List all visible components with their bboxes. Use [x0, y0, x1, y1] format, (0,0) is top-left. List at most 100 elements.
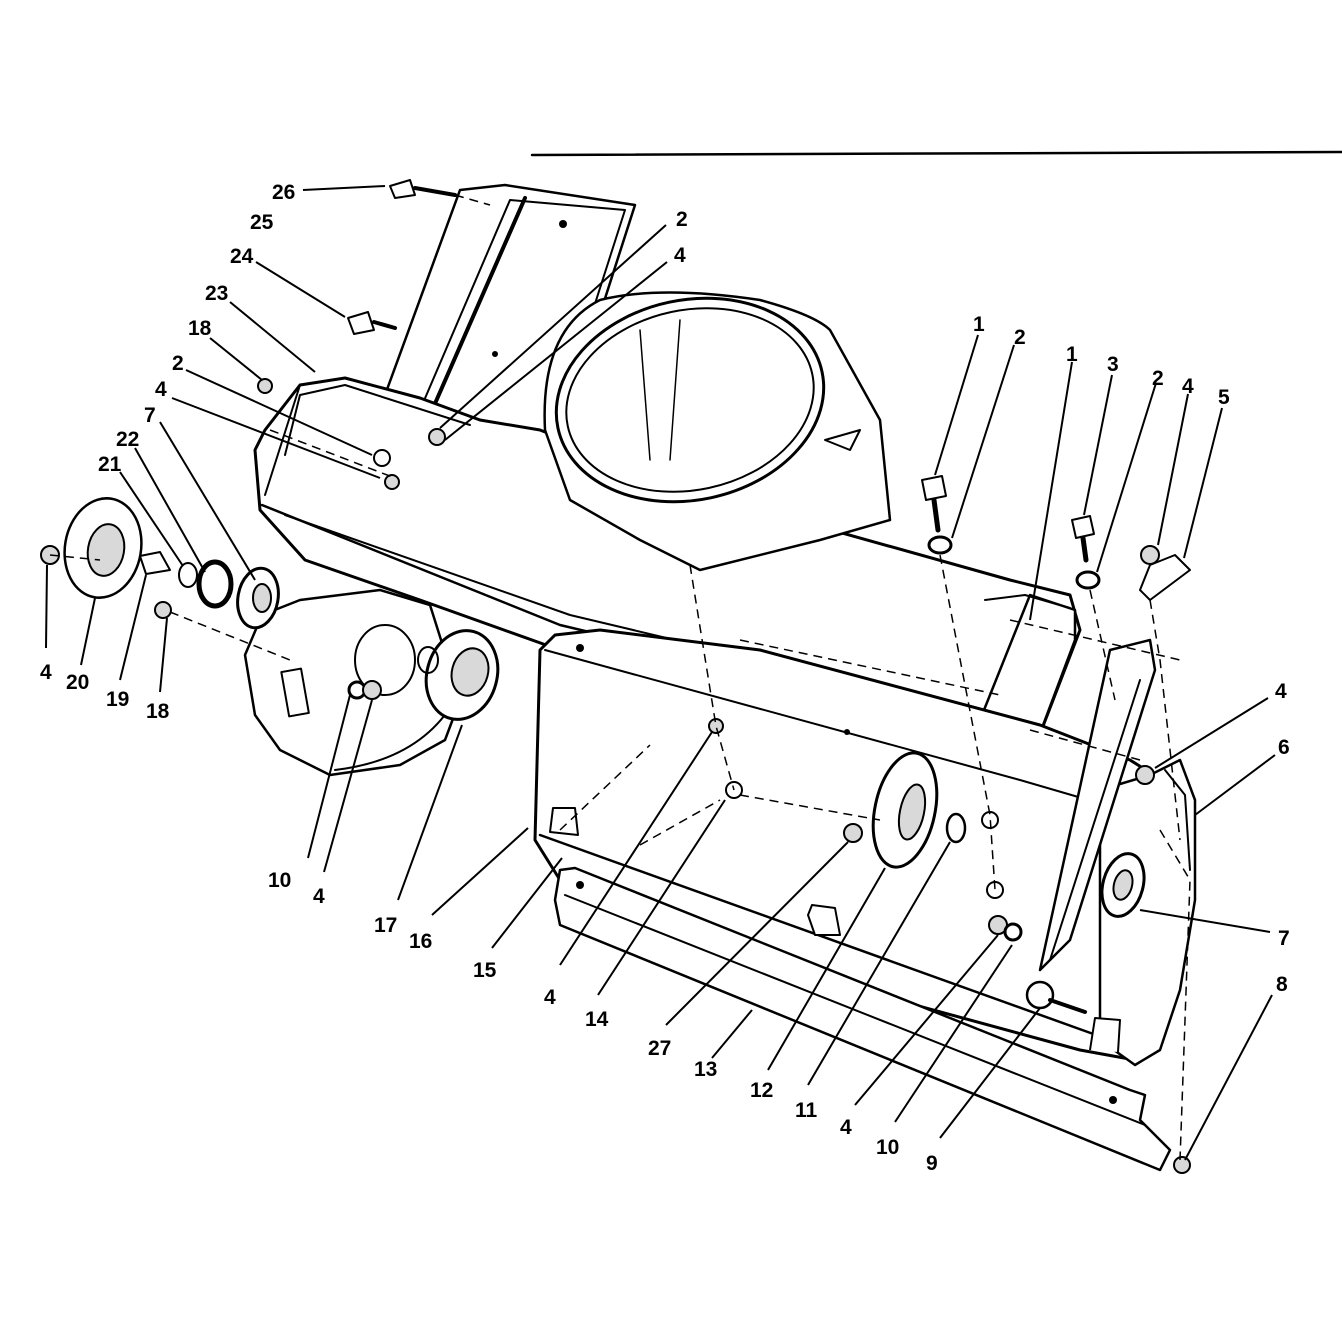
- callout-4-top-left: 4: [155, 378, 167, 401]
- callout-4-chute: 4: [674, 244, 686, 267]
- bolt-24-head: [347, 311, 375, 335]
- housing-top-left-panel: [284, 384, 471, 456]
- assembly-line-bracket: [1149, 599, 1181, 841]
- callout-2-chute: 2: [676, 208, 688, 231]
- left-washer-21: [178, 562, 198, 588]
- callout-13: 13: [694, 1058, 717, 1081]
- right-flange-seal: [945, 812, 967, 844]
- scraper-hole-2: [1109, 1096, 1117, 1104]
- scraper-hole: [576, 881, 584, 889]
- nut-4-top: [428, 428, 446, 446]
- callout-4-far-right: 4: [1182, 375, 1194, 398]
- washer-10-bottom: [1003, 922, 1023, 942]
- callout-1-right: 1: [973, 313, 985, 336]
- callout-23: 23: [205, 282, 228, 305]
- callout-19: 19: [106, 688, 129, 711]
- bolt-3-shank: [1080, 535, 1089, 563]
- nut-4-right: [1140, 545, 1160, 565]
- bolt-26-head: [389, 179, 416, 199]
- callout-7-left: 7: [144, 404, 156, 427]
- shroud-bottom-edge: [538, 833, 1112, 1042]
- left-flange-plate-hole: [86, 523, 126, 577]
- callout-18-left: 18: [146, 700, 170, 723]
- shroud-hole: [576, 644, 584, 652]
- bolt-1-head: [921, 475, 947, 501]
- assembly-line-18: [169, 611, 291, 661]
- scraper-tab: [807, 904, 841, 936]
- shroud-hole-2: [844, 729, 850, 735]
- callout-9: 9: [926, 1152, 938, 1175]
- assembly-line-left: [49, 554, 101, 561]
- bolt-3-head: [1071, 515, 1095, 539]
- discharge-tab: [824, 429, 861, 451]
- bolt-1-shank: [931, 497, 941, 533]
- callout-26: 26: [272, 181, 295, 204]
- assembly-line-14: [639, 799, 721, 846]
- callout-11: 11: [795, 1099, 818, 1122]
- nut-4-right-2: [1135, 765, 1155, 785]
- callout-4-left: 4: [40, 661, 52, 684]
- washer-2-right-2: [1075, 570, 1101, 590]
- assembly-line-27: [739, 794, 881, 821]
- callout-14: 14: [585, 1008, 609, 1031]
- left-bolt-18: [154, 601, 172, 619]
- callout-2-far-right: 2: [1152, 367, 1164, 390]
- discharge-inner-line: [639, 329, 651, 461]
- callout-21: 21: [98, 453, 122, 476]
- nut-4-left-flange: [362, 680, 382, 700]
- callout-4-left-flange: 4: [313, 885, 325, 908]
- assembly-line-top-left: [269, 429, 396, 479]
- callout-15: 15: [473, 959, 497, 982]
- bolt-26-shank: [413, 186, 457, 197]
- nut-8: [1173, 1156, 1191, 1174]
- chute-mount-thick-edge: [428, 196, 527, 417]
- callout-24: 24: [230, 245, 254, 268]
- assembly-line-15: [559, 744, 651, 831]
- right-bearing-center: [1112, 869, 1134, 901]
- washer-14: [725, 781, 743, 799]
- nut-27: [843, 823, 863, 843]
- right-bracket-edge: [1049, 679, 1141, 961]
- assembly-line-26: [454, 194, 491, 206]
- chute-mount-hole: [559, 220, 567, 228]
- housing-right-cap-top: [984, 594, 1071, 609]
- callout-16: 16: [409, 930, 432, 953]
- callout-18-top: 18: [188, 317, 212, 340]
- left-bearing-7-center: [252, 583, 272, 613]
- discharge-opening: [554, 296, 826, 504]
- assembly-line-nut-8: [1159, 829, 1191, 1161]
- callout-4-middle: 4: [544, 986, 556, 1009]
- washer-2-top: [373, 449, 391, 467]
- callout-4-bottom: 4: [840, 1116, 852, 1139]
- assembly-line-bolt-3: [1089, 589, 1116, 701]
- nut-4-top-2: [384, 474, 400, 490]
- callout-10-bottom: 10: [876, 1136, 899, 1159]
- callout-7-right: 7: [1278, 927, 1290, 950]
- scraper-bar: [553, 866, 1172, 1172]
- nut-4-middle: [708, 718, 724, 734]
- bracket-5: [1139, 554, 1191, 601]
- bolt-18-top: [257, 378, 273, 394]
- callout-1-far-right: 1: [1066, 343, 1078, 366]
- top-rule-line: [530, 150, 1342, 157]
- callout-6: 6: [1278, 736, 1290, 759]
- assembly-line-right: [1029, 729, 1141, 761]
- scraper-tab-2: [1089, 1017, 1121, 1053]
- left-plate-slot: [280, 667, 310, 718]
- right-flange-hub: [897, 783, 927, 841]
- leader-lines: [45, 185, 1276, 1161]
- callout-27: 27: [648, 1037, 671, 1060]
- callout-22: 22: [116, 428, 139, 451]
- callout-2-right: 2: [1014, 326, 1026, 349]
- callout-12: 12: [750, 1079, 773, 1102]
- callout-8: 8: [1276, 973, 1288, 996]
- chute-mount-hole-2: [492, 351, 498, 357]
- callout-2-top-left: 2: [172, 352, 184, 375]
- callout-4-right-plate: 4: [1275, 680, 1287, 703]
- right-plate-edge: [1164, 769, 1191, 871]
- carriage-bolt-9-shank: [1048, 998, 1087, 1014]
- left-flange-recess: [354, 624, 416, 696]
- discharge-opening-inner: [565, 307, 815, 493]
